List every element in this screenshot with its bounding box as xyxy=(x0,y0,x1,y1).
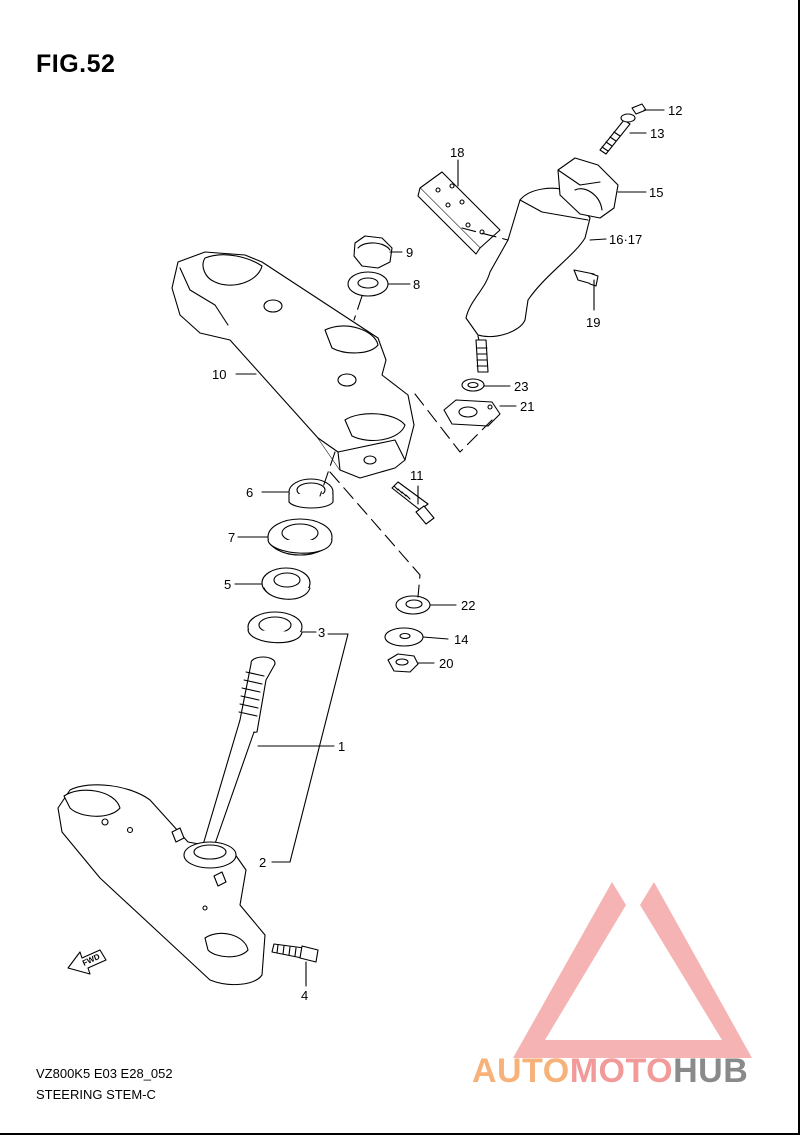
washer-14 xyxy=(384,627,424,647)
model-code: VZ800K5 E03 E28_052 xyxy=(36,1066,173,1081)
callout-16-17: 16·17 xyxy=(609,232,642,247)
handlebar-cap-15 xyxy=(557,157,619,219)
callout-7: 7 xyxy=(228,530,235,545)
plate-21 xyxy=(443,399,501,427)
callout-5: 5 xyxy=(224,577,231,592)
callout-18: 18 xyxy=(450,145,464,160)
washer-8 xyxy=(347,271,389,297)
fwd-arrow-icon xyxy=(67,949,107,975)
section-name: STEERING STEM-C xyxy=(36,1087,156,1102)
figure-title: FIG.52 xyxy=(36,50,116,78)
watermark-logo xyxy=(513,882,752,1058)
callout-12: 12 xyxy=(668,103,682,118)
washer-12 xyxy=(631,103,647,115)
callout-14: 14 xyxy=(454,632,468,647)
nut-9 xyxy=(353,235,393,269)
watermark-part-hub: HUB xyxy=(673,1052,749,1090)
upper-bracket xyxy=(171,251,415,479)
bolt-4 xyxy=(271,943,319,963)
callout-21: 21 xyxy=(520,399,534,414)
callout-13: 13 xyxy=(650,126,664,141)
callout-10: 10 xyxy=(212,367,226,382)
bolt-11 xyxy=(391,481,435,525)
bearing-3 xyxy=(247,611,303,644)
plate-18 xyxy=(417,171,501,255)
handlebar-holder xyxy=(465,187,591,373)
callout-2: 2 xyxy=(259,855,266,870)
callout-19: 19 xyxy=(586,315,600,330)
bearing-5 xyxy=(261,567,311,600)
nut-20 xyxy=(387,653,419,673)
watermark-part-auto: AUTO xyxy=(472,1052,570,1090)
callout-6: 6 xyxy=(246,485,253,500)
steering-stem xyxy=(57,656,276,986)
callout-3: 3 xyxy=(318,625,325,640)
steering-nut-6 xyxy=(288,478,334,509)
bolt-19 xyxy=(573,269,599,287)
callout-11: 11 xyxy=(410,468,424,483)
watermark-text: AUTOMOTOHUB xyxy=(472,1052,748,1091)
bolt-13 xyxy=(599,113,636,155)
callout-4: 4 xyxy=(301,988,308,1003)
assembly-lines xyxy=(319,227,509,598)
callout-1: 1 xyxy=(338,739,345,754)
callout-20: 20 xyxy=(439,656,453,671)
callout-8: 8 xyxy=(413,277,420,292)
callout-23: 23 xyxy=(514,379,528,394)
dust-seal-7 xyxy=(267,518,333,556)
watermark-part-moto: MOTO xyxy=(569,1052,674,1090)
washer-23 xyxy=(461,378,485,392)
leader-lines xyxy=(234,109,665,987)
callout-15: 15 xyxy=(649,185,663,200)
washer-22 xyxy=(395,595,431,615)
callout-9: 9 xyxy=(406,245,413,260)
callout-22: 22 xyxy=(461,598,475,613)
